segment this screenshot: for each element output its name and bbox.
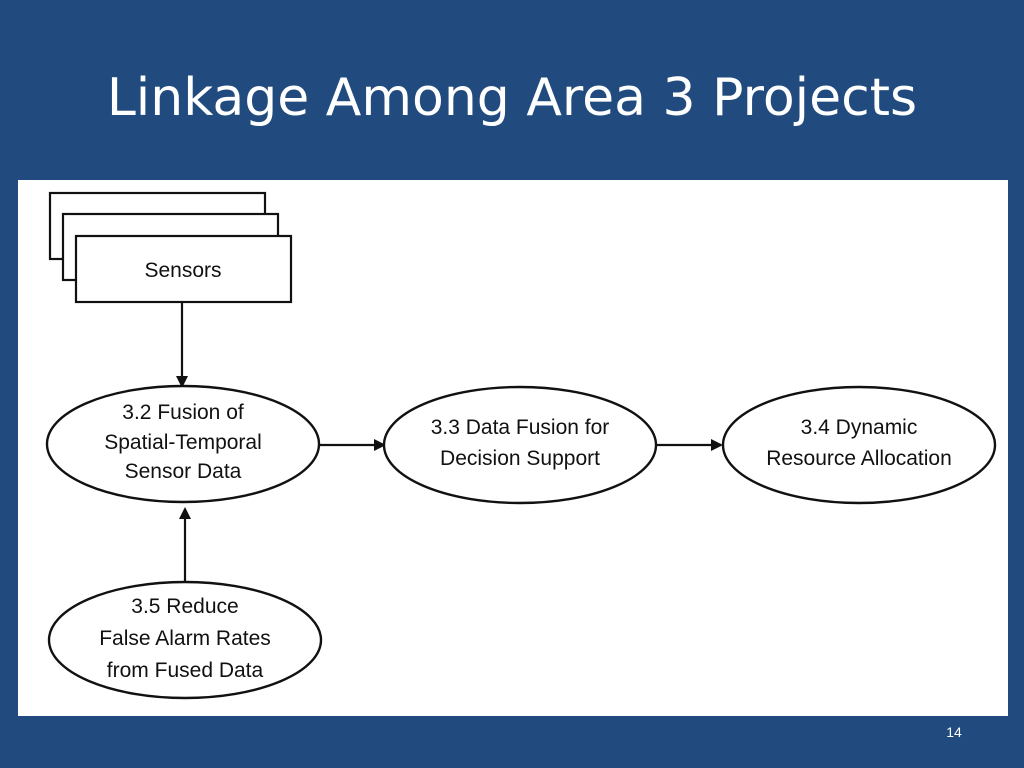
node-3-3-line-2: Decision Support <box>440 447 600 470</box>
node-3-3-ellipse <box>382 385 658 505</box>
node-3-4-ellipse <box>721 385 997 505</box>
node-3-2-line-1: 3.2 Fusion of <box>122 401 244 424</box>
node-3-4-line-2: Resource Allocation <box>766 447 952 470</box>
node-3-5-line-1: 3.5 Reduce <box>131 595 238 618</box>
node-3-4-line-1: 3.4 Dynamic <box>801 416 918 439</box>
node-3-3-decision-support: 3.3 Data Fusion for Decision Support <box>382 385 658 505</box>
sensor-card-front <box>74 234 293 304</box>
page-number: 14 <box>946 724 962 740</box>
node-3-5-line-2: False Alarm Rates <box>99 627 271 650</box>
node-3-4-dynamic-allocation: 3.4 Dynamic Resource Allocation <box>721 385 997 505</box>
sensors-stack: Sensors <box>48 191 293 304</box>
node-3-2-fusion: 3.2 Fusion of Spatial-Temporal Sensor Da… <box>45 384 321 504</box>
sensors-label: Sensors <box>144 259 221 282</box>
diagram-panel: Sensors 3.2 Fusion of Spatial-Temporal S… <box>18 180 1008 716</box>
node-3-2-line-2: Spatial-Temporal <box>104 431 262 454</box>
project-linkage-diagram: Sensors 3.2 Fusion of Spatial-Temporal S… <box>45 191 997 700</box>
node-3-5-line-3: from Fused Data <box>107 659 264 682</box>
node-3-3-line-1: 3.3 Data Fusion for <box>431 416 610 439</box>
node-3-5-false-alarm-rates: 3.5 Reduce False Alarm Rates from Fused … <box>47 580 323 700</box>
node-3-2-line-3: Sensor Data <box>125 460 242 483</box>
node-3-5-ellipse <box>47 580 323 700</box>
node-3-2-ellipse <box>45 384 321 504</box>
slide-title: Linkage Among Area 3 Projects <box>106 68 918 128</box>
